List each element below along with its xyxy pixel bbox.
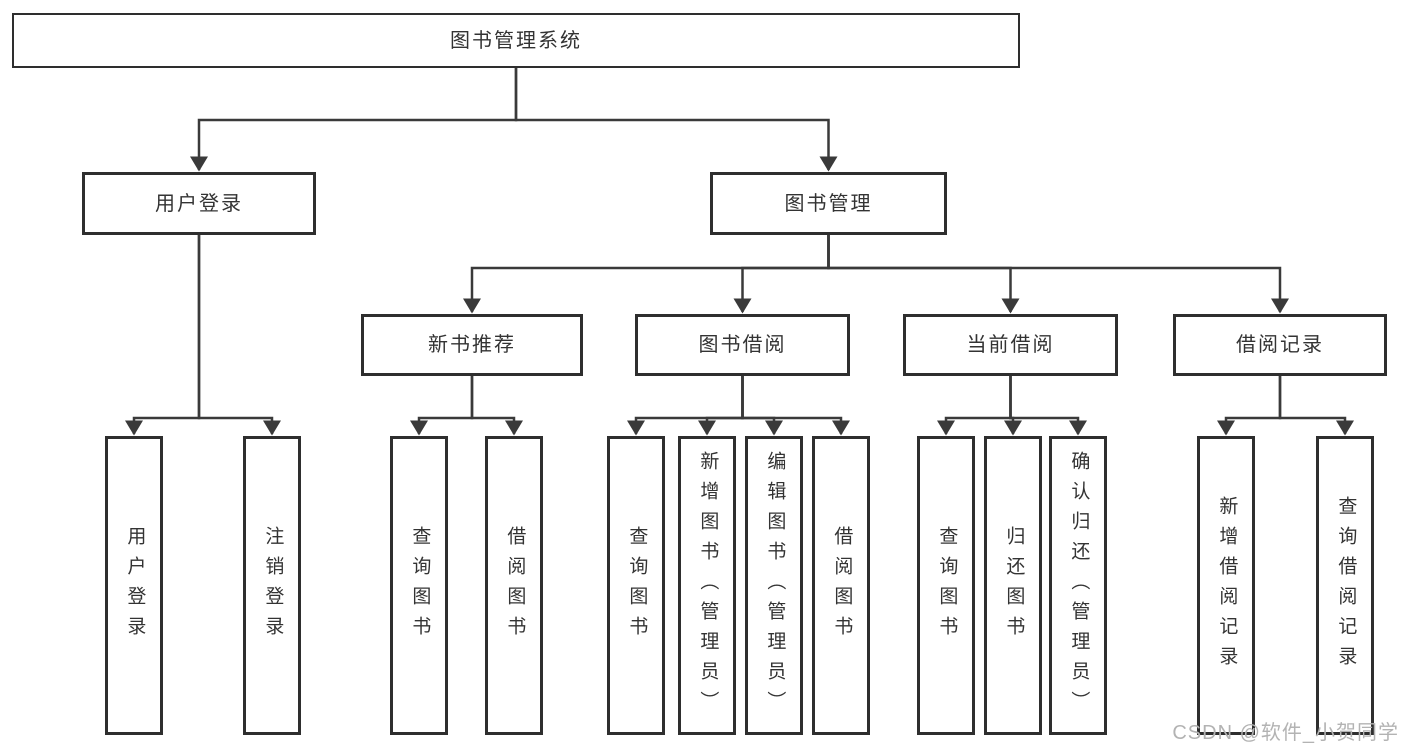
node-book-management: 图书管理	[710, 172, 947, 235]
node-leaf-query-book-2: 查询图书	[607, 436, 665, 735]
connector-book-borrow-to-leaf-borrow-book-2	[741, 376, 850, 436]
node-leaf-return-book: 归还图书	[984, 436, 1042, 735]
connector-book-management-to-book-borrow	[733, 235, 830, 314]
node-leaf-logout: 注销登录	[243, 436, 301, 735]
node-root: 图书管理系统	[12, 13, 1020, 68]
node-leaf-borrow-book-2: 借阅图书	[812, 436, 870, 735]
node-leaf-edit-book-admin: 编辑图书（管理员）	[745, 436, 803, 735]
node-leaf-query-borrow-record: 查询借阅记录	[1316, 436, 1374, 735]
node-leaf-borrow-book-1: 借阅图书	[485, 436, 543, 735]
connector-user-login-group-to-leaf-user-login	[125, 235, 201, 436]
connector-current-borrow-to-leaf-confirm-return-admin	[1009, 376, 1087, 436]
connector-book-management-to-current-borrow	[827, 235, 1020, 314]
connector-book-borrow-to-leaf-query-book-2	[627, 376, 744, 436]
connector-new-book-recommend-to-leaf-borrow-book-1	[470, 376, 523, 436]
node-leaf-query-book-3: 查询图书	[917, 436, 975, 735]
node-leaf-query-book-1: 查询图书	[390, 436, 448, 735]
connector-user-login-group-to-leaf-logout	[197, 235, 281, 436]
connector-borrow-records-to-leaf-add-borrow-record	[1217, 376, 1282, 436]
connector-root-to-book-management	[514, 68, 838, 172]
connector-new-book-recommend-to-leaf-query-book-1	[410, 376, 474, 436]
connector-book-management-to-new-book-recommend	[463, 235, 830, 314]
node-current-borrow: 当前借阅	[903, 314, 1118, 376]
node-leaf-add-borrow-record: 新增借阅记录	[1197, 436, 1255, 735]
watermark: CSDN @软件_小贺同学	[1172, 722, 1399, 744]
connector-book-borrow-to-leaf-add-book-admin	[698, 376, 744, 436]
connector-root-to-user-login-group	[190, 68, 518, 172]
connector-borrow-records-to-leaf-query-borrow-record	[1278, 376, 1354, 436]
node-leaf-add-book-admin: 新增图书（管理员）	[678, 436, 736, 735]
connector-book-management-to-borrow-records	[827, 235, 1289, 314]
node-book-borrow: 图书借阅	[635, 314, 850, 376]
node-new-book-recommend: 新书推荐	[361, 314, 583, 376]
node-borrow-records: 借阅记录	[1173, 314, 1387, 376]
node-leaf-user-login: 用户登录	[105, 436, 163, 735]
connector-book-borrow-to-leaf-edit-book-admin	[741, 376, 783, 436]
connector-current-borrow-to-leaf-query-book-3	[937, 376, 1012, 436]
node-user-login-group: 用户登录	[82, 172, 316, 235]
node-leaf-confirm-return-admin: 确认归还（管理员）	[1049, 436, 1107, 735]
